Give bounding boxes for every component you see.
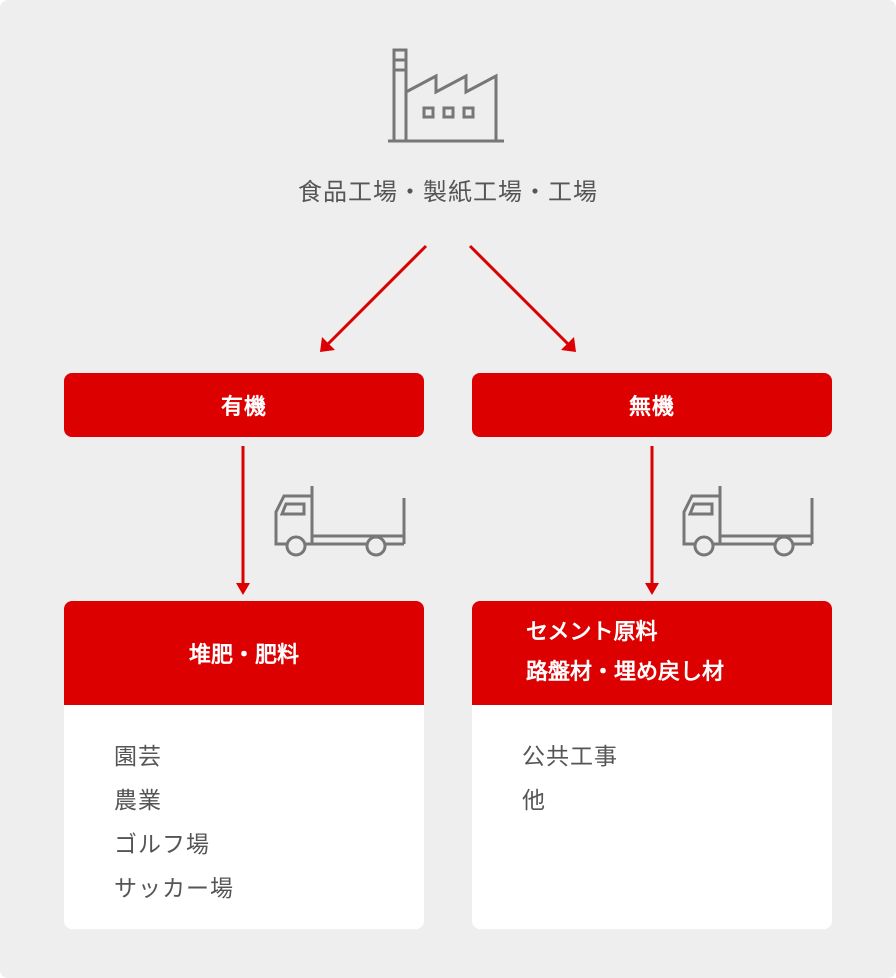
category-inorganic: 無機 [472, 373, 832, 437]
destination-title-line: 路盤材・埋め戻し材 [526, 660, 725, 685]
truck-icon [682, 486, 814, 557]
destination-card-organic: 堆肥・肥料 園芸 農業 ゴルフ場 サッカー場 [64, 601, 424, 929]
arrow-head-inorganic [561, 337, 576, 352]
destination-card-inorganic: セメント原料 路盤材・埋め戻し材 公共工事 他 [472, 601, 832, 929]
list-item: 他 [522, 788, 546, 814]
list-item: 公共工事 [522, 744, 618, 770]
category-organic: 有機 [64, 373, 424, 437]
factory-icon [388, 48, 504, 143]
list-item: ゴルフ場 [114, 832, 210, 858]
destination-title-line: セメント原料 [526, 620, 658, 645]
list-item: 園芸 [114, 744, 162, 770]
arrow-head-inorganic-down [645, 583, 659, 595]
truck-icon [274, 486, 406, 557]
source-label: 食品工場・製紙工場・工場 [298, 178, 598, 206]
destination-header-inorganic: セメント原料 路盤材・埋め戻し材 [472, 601, 832, 705]
category-inorganic-label: 無機 [628, 395, 675, 420]
uses-list-organic: 園芸 農業 ゴルフ場 サッカー場 [64, 705, 424, 911]
arrow-head-organic-down [236, 583, 250, 595]
arrow-to-organic [324, 244, 428, 348]
destination-header-organic: 堆肥・肥料 [64, 601, 424, 705]
arrow-to-inorganic [468, 244, 572, 348]
list-item: 農業 [114, 788, 162, 814]
destination-title: 堆肥・肥料 [188, 643, 299, 668]
uses-list-inorganic: 公共工事 他 [472, 705, 832, 823]
arrow-head-organic [320, 337, 335, 352]
category-organic-label: 有機 [220, 395, 267, 420]
list-item: サッカー場 [114, 876, 234, 902]
